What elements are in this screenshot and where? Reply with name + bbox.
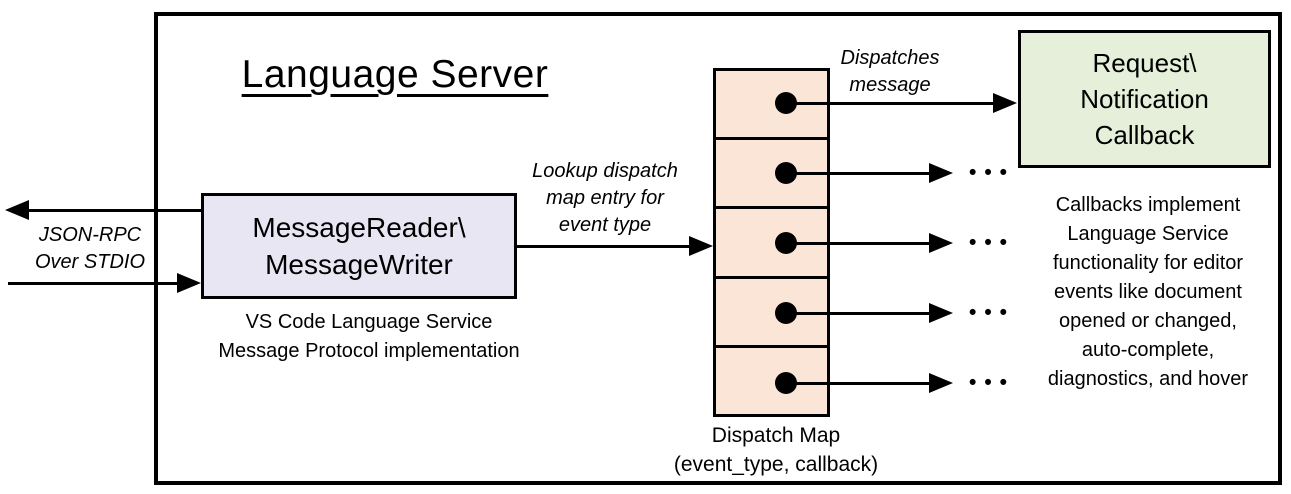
callbacks-note: Callbacks implement Language Service fun… xyxy=(1023,191,1273,394)
lookup-arrow-line xyxy=(517,245,691,248)
callbacks-note-line5: opened or changed, xyxy=(1059,310,1237,332)
dispatch-arrowhead-icon-2 xyxy=(929,163,953,183)
dispatch-arrow-line-3 xyxy=(786,242,931,245)
callback-box-line3: Callback xyxy=(1094,120,1195,150)
dispatch-map-cell xyxy=(716,137,827,206)
message-reader-writer-line2: MessageWriter xyxy=(265,249,453,280)
lookup-label: Lookup dispatch map entry for event type xyxy=(515,158,695,239)
stdio-in-arrowhead-icon xyxy=(177,273,201,293)
dispatch-arrowhead-icon-3 xyxy=(929,233,953,253)
stdio-out-arrowhead-icon xyxy=(5,200,29,220)
callback-box-line2: Notification xyxy=(1080,84,1209,114)
callback-box-line1: Request\ xyxy=(1092,48,1197,78)
json-rpc-label: JSON-RPC Over STDIO xyxy=(15,222,165,276)
callbacks-note-line2: Language Service xyxy=(1067,223,1229,245)
dispatch-arrow-line-4 xyxy=(786,312,931,315)
dispatch-arrow-line-2 xyxy=(786,172,931,175)
dispatch-map-cell xyxy=(716,344,827,414)
more-callbacks-ellipsis: ••• xyxy=(968,371,1016,394)
language-server-boundary-box xyxy=(154,12,1282,485)
request-notification-callback-box: Request\ Notification Callback xyxy=(1018,30,1271,168)
lookup-label-line1: Lookup dispatch xyxy=(532,160,678,182)
json-rpc-label-line2: Over STDIO xyxy=(34,251,145,273)
dispatch-arrowhead-icon-1 xyxy=(993,93,1017,113)
callbacks-note-line7: diagnostics, and hover xyxy=(1047,368,1249,390)
dispatch-map-caption-line2: (event_type, callback) xyxy=(673,453,879,476)
lookup-arrowhead-icon xyxy=(689,236,713,256)
callbacks-note-line3: functionality for editor xyxy=(1052,252,1244,274)
diagram-title: Language Server xyxy=(241,53,549,96)
dispatch-arrow-line-1 xyxy=(786,102,995,105)
lookup-label-line2: map entry for xyxy=(546,187,664,209)
dispatch-arrowhead-icon-4 xyxy=(929,303,953,323)
message-rw-caption-line2: Message Protocol implementation xyxy=(218,340,520,362)
callbacks-note-line1: Callbacks implement xyxy=(1055,194,1241,216)
dispatches-message-label-line1: Dispatches xyxy=(840,47,940,69)
message-reader-writer-box: MessageReader\ MessageWriter xyxy=(201,193,517,299)
lookup-label-line3: event type xyxy=(558,214,652,236)
stdio-out-arrow-line xyxy=(27,209,201,212)
message-rw-caption-line1: VS Code Language Service xyxy=(245,311,493,333)
dispatch-arrowhead-icon-5 xyxy=(929,373,953,393)
callbacks-note-line6: auto-complete, xyxy=(1081,339,1215,361)
dispatch-map-cell xyxy=(716,275,827,345)
json-rpc-label-line1: JSON-RPC xyxy=(38,224,142,246)
dispatch-map-caption: Dispatch Map (event_type, callback) xyxy=(656,421,896,479)
message-reader-writer-line1: MessageReader\ xyxy=(252,212,466,243)
callbacks-note-line4: events like document xyxy=(1054,281,1242,303)
dispatch-arrow-line-5 xyxy=(786,382,931,385)
more-callbacks-ellipsis: ••• xyxy=(968,231,1016,254)
stdio-in-arrow-line xyxy=(8,282,178,285)
more-callbacks-ellipsis: ••• xyxy=(968,161,1016,184)
message-rw-caption: VS Code Language Service Message Protoco… xyxy=(209,308,529,366)
dispatch-map-caption-line1: Dispatch Map xyxy=(711,424,841,447)
dispatches-message-label-line2: message xyxy=(849,74,931,96)
more-callbacks-ellipsis: ••• xyxy=(968,301,1016,324)
dispatch-map-cell xyxy=(716,206,827,275)
dispatches-message-label: Dispatches message xyxy=(825,45,955,99)
